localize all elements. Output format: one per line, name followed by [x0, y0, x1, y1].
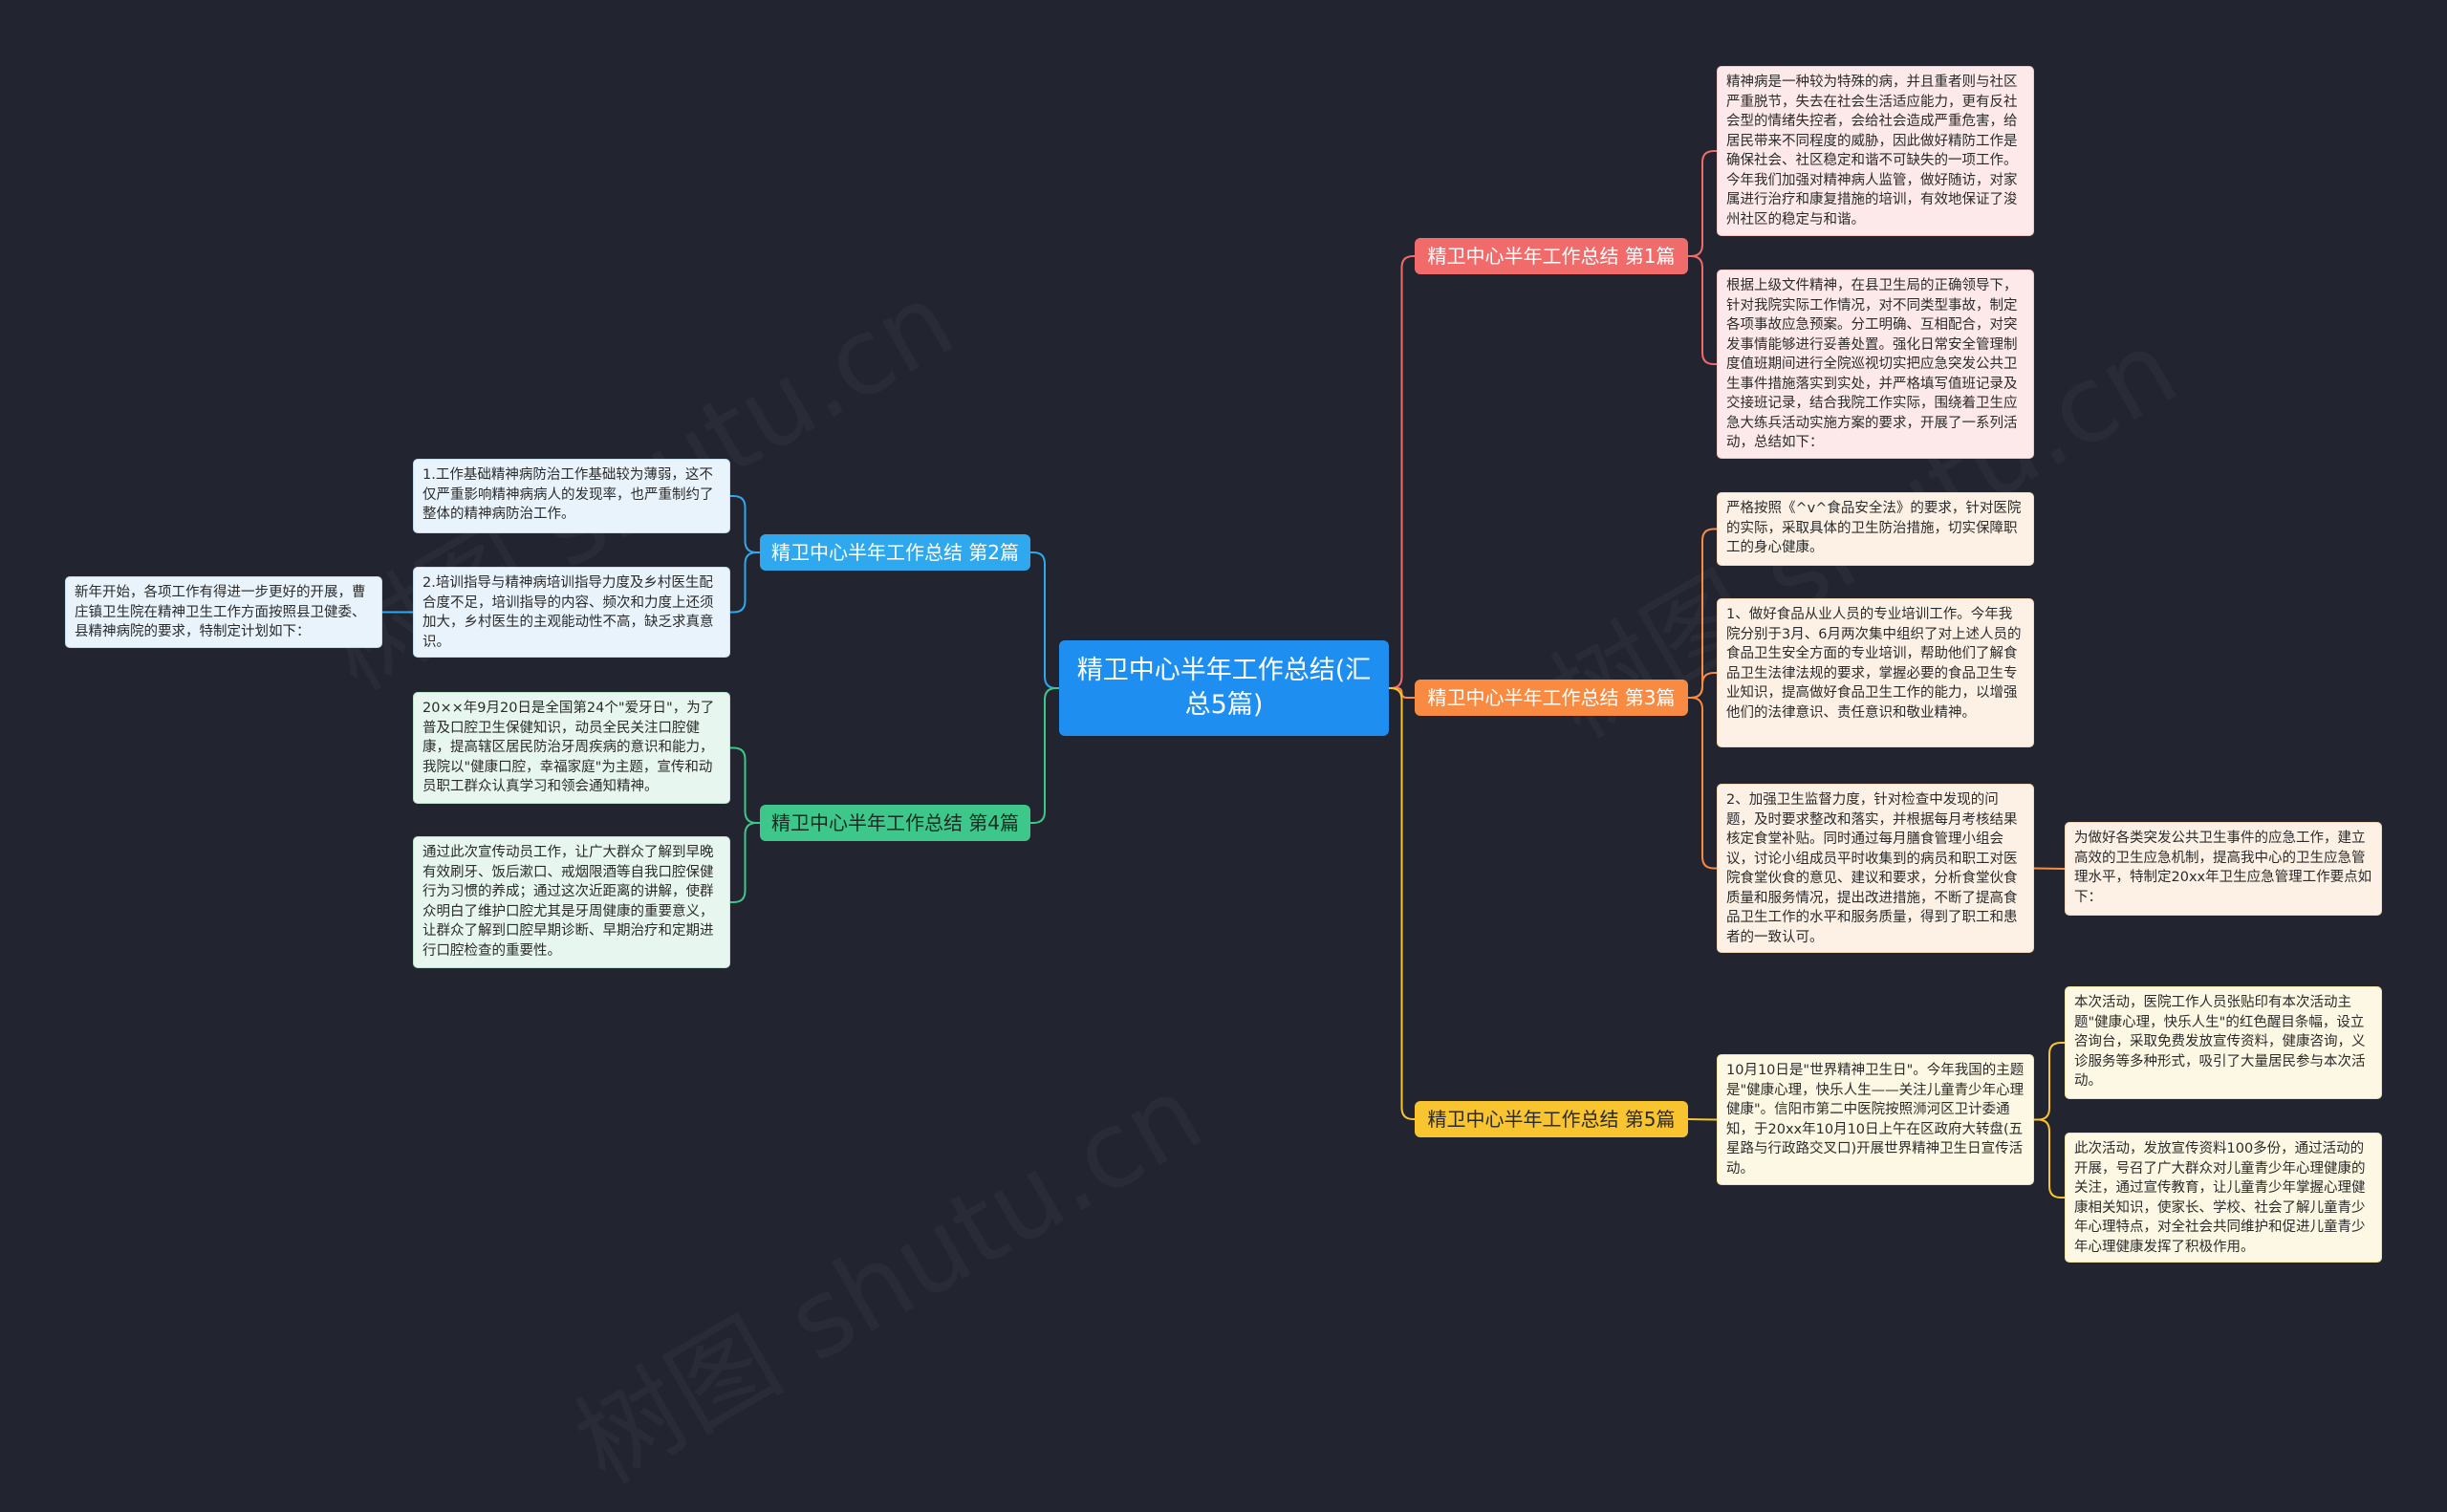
connector-branch-5-leaf-1-branch-5-sub-leaf-2	[2034, 1118, 2065, 1199]
connector-branch-3-branch-3-leaf-2	[1688, 672, 1717, 699]
branch-5-sub-leaf-2[interactable]: 此次活动，发放宣传资料100多份，通过活动的开展，号召了广大群众对儿童青少年心理…	[2065, 1133, 2382, 1263]
connector-branch-4-branch-4-leaf-1	[730, 746, 760, 824]
branch-5[interactable]: 精卫中心半年工作总结 第5篇	[1415, 1101, 1688, 1137]
connector-root-node-branch-4	[1030, 687, 1059, 824]
connector-branch-1-branch-1-leaf-2	[1688, 255, 1717, 365]
branch-2[interactable]: 精卫中心半年工作总结 第2篇	[760, 534, 1030, 571]
root-node[interactable]: 精卫中心半年工作总结(汇总5篇)	[1059, 640, 1389, 736]
branch-3-leaf-2[interactable]: 1、做好食品从业人员的专业培训工作。今年我院分别于3月、6月两次集中组织了对上述…	[1717, 598, 2034, 747]
branch-5-leaf-1[interactable]: 10月10日是"世界精神卫生日"。今年我国的主题是"健康心理，快乐人生——关注儿…	[1717, 1054, 2034, 1185]
branch-4-leaf-2[interactable]: 通过此次宣传动员工作，让广大群众了解到早晚有效刷牙、饭后漱口、戒烟限酒等自我口腔…	[413, 836, 730, 968]
connector-branch-5-branch-5-leaf-1	[1687, 1118, 1718, 1121]
branch-4[interactable]: 精卫中心半年工作总结 第4篇	[760, 805, 1030, 841]
connector-branch-1-branch-1-leaf-1	[1688, 150, 1717, 257]
connector-root-node-branch-3	[1389, 687, 1415, 699]
connector-root-node-branch-1	[1389, 255, 1415, 689]
branch-2-extra-leaf[interactable]: 新年开始，各项工作有得进一步更好的开展，曹庄镇卫生院在精神卫生工作方面按照县卫健…	[65, 576, 382, 648]
connector-branch-2-branch-2-leaf-1	[730, 495, 760, 553]
connector-lines	[382, 150, 2066, 1199]
root-title: 精卫中心半年工作总结(汇总5篇)	[1076, 656, 1372, 720]
branch-3[interactable]: 精卫中心半年工作总结 第3篇	[1415, 680, 1688, 716]
mindmap-canvas: 树图 shutu.cn 树图 shutu.cn 树图 shutu.cn 精卫中心…	[65, 66, 2382, 1263]
branch-4-leaf-1[interactable]: 20××年9月20日是全国第24个"爱牙日"，为了普及口腔卫生保健知识，动员全民…	[413, 692, 730, 804]
branch-2-leaf-2[interactable]: 2.培训指导与精神病培训指导力度及乡村医生配合度不足，培训指导的内容、频次和力度…	[413, 567, 730, 658]
connector-branch-5-leaf-1-branch-5-sub-leaf-1	[2034, 1042, 2065, 1121]
connector-branch-3-branch-3-leaf-3	[1688, 697, 1717, 870]
branch-1-leaf-2[interactable]: 根据上级文件精神，在县卫生局的正确领导下，针对我院实际工作情况，对不同类型事故，…	[1717, 270, 2034, 459]
connector-branch-2-branch-2-leaf-2	[730, 551, 760, 614]
connector-branch-4-branch-4-leaf-2	[730, 822, 760, 903]
branch-1[interactable]: 精卫中心半年工作总结 第1篇	[1415, 238, 1688, 274]
connector-root-node-branch-5	[1389, 687, 1415, 1120]
branch-5-sub-leaf-1[interactable]: 本次活动，医院工作人员张贴印有本次活动主题"健康心理，快乐人生"的红色醒目条幅，…	[2065, 986, 2382, 1099]
branch-3-leaf-3[interactable]: 2、加强卫生监督力度，针对检查中发现的问题，及时要求整改和落实，并根据每月考核结…	[1717, 784, 2034, 953]
branch-1-leaf-1[interactable]: 精神病是一种较为特殊的病，并且重者则与社区严重脱节，失去在社会生活适应能力，更有…	[1717, 66, 2034, 236]
connector-root-node-branch-2	[1030, 551, 1059, 689]
branch-3-leaf-1[interactable]: 严格按照《^v^食品安全法》的要求，针对医院的实际，采取具体的卫生防治措施，切实…	[1717, 492, 2034, 566]
branch-3-extra-leaf[interactable]: 为做好各类突发公共卫生事件的应急工作，建立高效的卫生应急机制，提高我中心的卫生应…	[2065, 822, 2382, 916]
connector-branch-3-leaf-3-branch-3-extra-leaf	[2033, 867, 2066, 870]
branch-2-leaf-1[interactable]: 1.工作基础精神病防治工作基础较为薄弱，这不仅严重影响精神病病人的发现率，也严重…	[413, 459, 730, 533]
